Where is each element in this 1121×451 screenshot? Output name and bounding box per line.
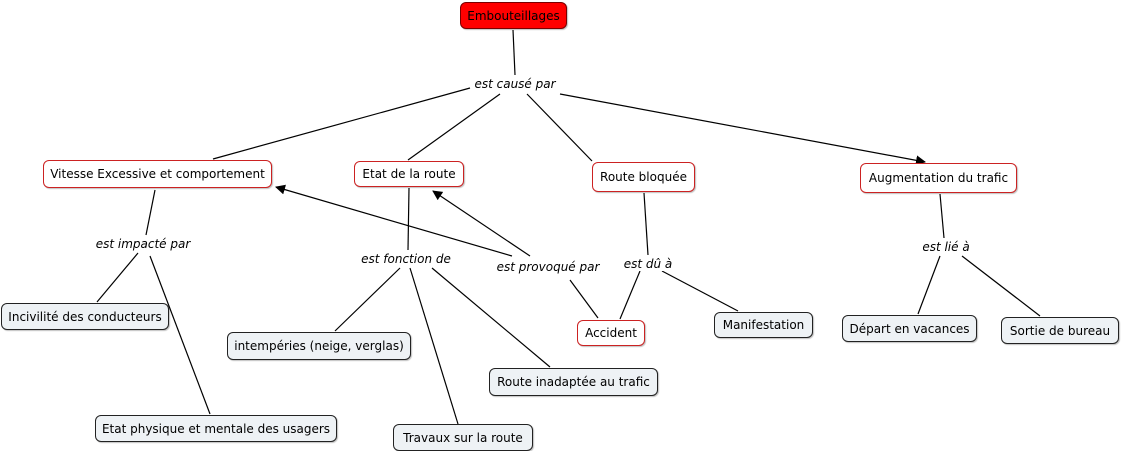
link-impacte-incivilite (96, 252, 139, 303)
concept-augmentation-du-trafic[interactable]: Augmentation du trafic (860, 163, 1017, 193)
concept-route-inadaptee[interactable]: Route inadaptée au trafic (489, 368, 658, 396)
concept-etat-de-la-route[interactable]: Etat de la route (354, 161, 464, 187)
link-fonction-intemperies (334, 267, 401, 332)
link-label-est-fonction-de[interactable]: est fonction de (359, 252, 453, 266)
concept-manifestation[interactable]: Manifestation (714, 312, 813, 338)
link-label-est-impacte-par[interactable]: est impacté par (93, 237, 193, 251)
link-label-est-cause-par[interactable]: est causé par (472, 77, 558, 91)
concept-route-bloquee[interactable]: Route bloquée (592, 162, 695, 192)
link-fonction-route-inadaptee (431, 267, 551, 368)
link-provoque-etat-route (432, 190, 531, 257)
concept-intemperies[interactable]: intempéries (neige, verglas) (227, 332, 411, 360)
link-cause-route-bloquee (526, 93, 593, 162)
concept-etat-physique[interactable]: Etat physique et mentale des usagers (95, 415, 337, 442)
link-cause-augmentation (559, 93, 926, 166)
concept-depart-en-vacances[interactable]: Départ en vacances (842, 315, 977, 342)
link-label-est-lie-a[interactable]: est lié à (920, 240, 972, 254)
link-du-manifestation (661, 270, 739, 312)
link-impacte-etat-physique (149, 255, 211, 415)
link-root-cause (512, 29, 516, 76)
concept-sortie-de-bureau[interactable]: Sortie de bureau (1001, 317, 1119, 344)
link-lie-depart (917, 255, 941, 315)
link-accident-provoque (569, 279, 599, 319)
link-vitesse-impacte (145, 189, 156, 236)
link-cause-etat-route (407, 93, 501, 161)
link-label-est-du-a[interactable]: est dû à (621, 257, 675, 271)
link-route-bloquee-du (643, 192, 649, 256)
concept-vitesse-excessive[interactable]: Vitesse Excessive et comportement (43, 160, 272, 188)
concept-incivilite[interactable]: Incivilité des conducteurs (1, 303, 169, 330)
link-label-est-provoque-par[interactable]: est provoqué par (494, 260, 602, 274)
concept-embouteillages[interactable]: Embouteillages (460, 2, 567, 29)
link-lie-sortie (961, 255, 1041, 317)
link-etat-route-fonction (407, 187, 410, 251)
link-fonction-travaux (409, 267, 459, 425)
concept-travaux[interactable]: Travaux sur la route (393, 424, 533, 451)
link-provoque-vitesse (275, 184, 513, 257)
link-cause-vitesse (212, 87, 471, 160)
link-augmentation-lie (939, 193, 945, 239)
concept-accident[interactable]: Accident (577, 320, 645, 346)
link-du-accident (619, 270, 641, 320)
